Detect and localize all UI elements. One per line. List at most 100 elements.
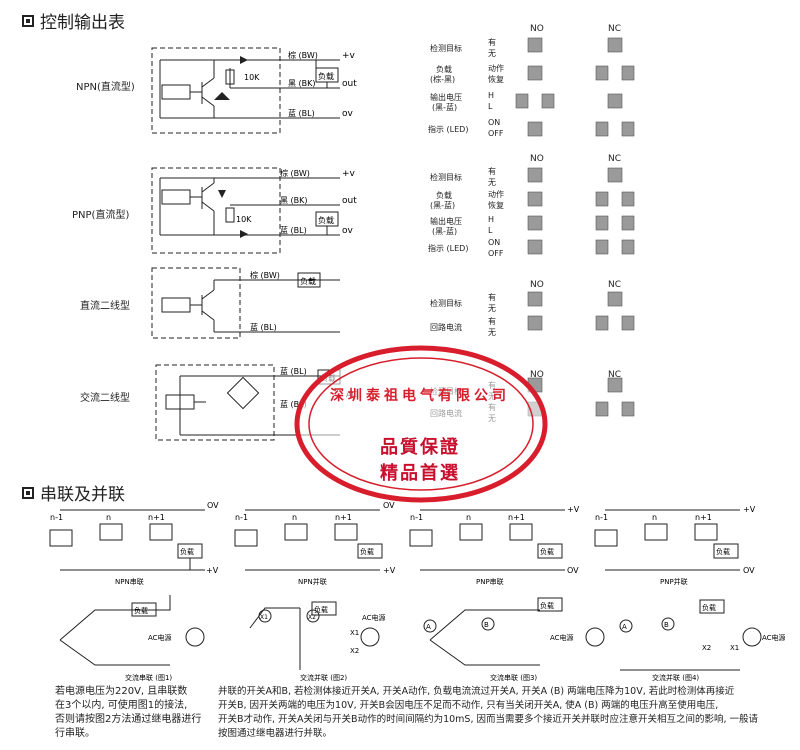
pnp-series-ov: OV (567, 566, 579, 575)
ac2-x1-coil: X1 (260, 614, 268, 621)
pnp-wire-black: 黑 (BK) (280, 196, 308, 205)
dc2-load-text: 负载 (300, 276, 316, 286)
pnp-load-text: 负载 (318, 215, 334, 225)
pnp-series-n+1: n+1 (508, 513, 525, 522)
dc2-wire-blue: 蓝 (BL) (250, 322, 277, 332)
npn-resistor (225, 69, 235, 85)
npn-par-n: n (292, 513, 297, 522)
pnp-led-label: 指示 (LED) (428, 244, 469, 253)
dc2-loop-label: 回路电流 (430, 323, 462, 332)
right-note-line: 开关B才动作, 开关A关闭与开关B动作的时间间隔约为10mS, 因而当需要多个接… (218, 714, 759, 725)
npn-outv-l: L (488, 102, 493, 111)
quality-stamp (294, 345, 548, 503)
npn-par-n+1: n+1 (335, 513, 352, 522)
ac4-load: 负载 (702, 603, 716, 612)
right-note-line: 开关B, 因开关两端的电压为10V, 开关B会因电压不足而不动作, 只有当关闭开… (218, 700, 719, 711)
npn-par-n-1: n-1 (235, 513, 248, 522)
pnp-sensor-box (151, 167, 281, 254)
stamp-line2: 精品首選 (380, 463, 460, 484)
pnp-load-label: 负载 (436, 191, 452, 200)
npn-series-plusv: +V (206, 566, 219, 575)
series-parallel-title: 串联及并联 (22, 480, 125, 505)
left-note-line: 否则请按图2方法通过继电器进行 (55, 714, 202, 725)
ac3-b: B (484, 621, 489, 629)
ac2-sensor-box (155, 364, 275, 441)
dc2-label: 直流二线型 (80, 301, 130, 312)
npn-load-act: 动作 (488, 64, 504, 73)
ac4-caption: 交流并联 (图4) (652, 673, 699, 682)
npn-ov: ov (342, 109, 354, 119)
npn-plus-v: +v (342, 51, 356, 61)
dc2-loop-you: 有 (488, 317, 496, 326)
ac3-load: 负载 (540, 601, 554, 610)
control-output-title: 控制输出表 (22, 8, 125, 33)
npn-label: NPN(直流型) (76, 82, 135, 93)
stamp-line1: 品質保證 (380, 437, 460, 458)
stamp-top-text: 深圳泰祖电气有限公司 (330, 388, 510, 404)
pnp-par-load: 负载 (716, 547, 730, 556)
ac2-load: 负载 (314, 605, 328, 614)
ac1-caption: 交流串联 (图1) (125, 673, 172, 682)
npn-series-n: n (106, 513, 111, 522)
pnp-series-plusv: +V (567, 505, 580, 514)
pnp-wire-brown: 棕 (BW) (280, 168, 310, 178)
npn-par-ov: OV (383, 501, 395, 510)
timing-ac2-nc: NC (608, 370, 622, 380)
npn-sensor-box (151, 47, 281, 134)
ac4-x1: X1 (730, 644, 739, 652)
section-title-text: 控制输出表 (40, 13, 125, 33)
pnp-detect-you: 有 (488, 167, 496, 176)
ac3-a: A (426, 623, 431, 631)
left-note-line: 行串联。 (55, 728, 95, 739)
npn-load-text: 负载 (318, 71, 334, 81)
pnp-load-act: 动作 (488, 190, 504, 199)
pnp-detect-label: 检测目标 (430, 173, 462, 182)
pnp-series-n-1: n-1 (410, 513, 423, 522)
ac2-caption: 交流并联 (图2) (300, 673, 347, 682)
pnp-detect-wu: 无 (488, 178, 496, 187)
npn-par-caption: NPN并联 (298, 577, 327, 586)
pnp-label: PNP(直流型) (72, 210, 130, 221)
npn-r10k-label: 10K (244, 73, 260, 82)
npn-par-plusv: +V (383, 566, 396, 575)
ac3-power: AC电源 (550, 633, 574, 642)
pnp-r10k-label: 10K (236, 215, 252, 224)
ac4-power: AC电源 (762, 633, 785, 642)
pnp-load-reset: 恢复 (488, 201, 504, 210)
left-note-line: 在3个以内, 可使用图1的接法, (55, 700, 188, 711)
pnp-outv-sub: (黑-蓝) (432, 227, 458, 236)
ac2-power: AC电源 (362, 613, 386, 622)
timing-npn-nc: NC (608, 24, 622, 34)
pnp-par-caption: PNP并联 (660, 577, 688, 586)
dc2-wire-brown: 棕 (BW) (250, 270, 280, 280)
npn-detect-wu: 无 (488, 49, 496, 58)
ac1-power: AC电源 (148, 633, 172, 642)
npn-out: out (342, 79, 357, 89)
npn-load-sub: (棕-黑) (430, 75, 456, 84)
npn-outv-label: 输出电压 (430, 93, 462, 102)
ac2-wire-blue-top: 蓝 (BL) (280, 366, 307, 376)
timing-dc2-no: NO (530, 280, 544, 290)
right-note-line: 并联的开关A和B, 若检测体接近开关A, 开关A动作, 负载电流流过开关A, 开… (218, 686, 735, 697)
npn-detect-you: 有 (488, 38, 496, 47)
timing-dc2-nc: NC (608, 280, 622, 290)
square-bullet-icon (22, 486, 34, 499)
ac4-b: B (664, 621, 669, 629)
ac2-wire-blue-bottom: 蓝 (BL) (280, 399, 307, 409)
npn-series-ov: OV (207, 501, 219, 510)
npn-par-load: 负载 (360, 547, 374, 556)
pnp-wire-blue: 蓝 (BL) (280, 225, 307, 235)
pnp-led-on: ON (488, 238, 501, 247)
dc2-detect-you: 有 (488, 293, 496, 302)
ac2-x1: X1 (350, 629, 359, 637)
right-note-line: 按图通过继电器进行并联。 (218, 728, 333, 739)
pnp-par-plusv: +V (743, 505, 756, 514)
pnp-out: out (342, 196, 357, 206)
npn-led-on: ON (488, 118, 501, 127)
pnp-series-n: n (466, 513, 471, 522)
npn-outv-sub: (黑-蓝) (432, 103, 458, 112)
pnp-outv-label: 输出电压 (430, 217, 462, 226)
left-note: 若电源电压为220V, 且串联数 在3个以内, 可使用图1的接法, 否则请按图2… (55, 685, 215, 741)
ac2-label: 交流二线型 (80, 393, 130, 404)
dc2-loop-wu: 无 (488, 328, 496, 337)
